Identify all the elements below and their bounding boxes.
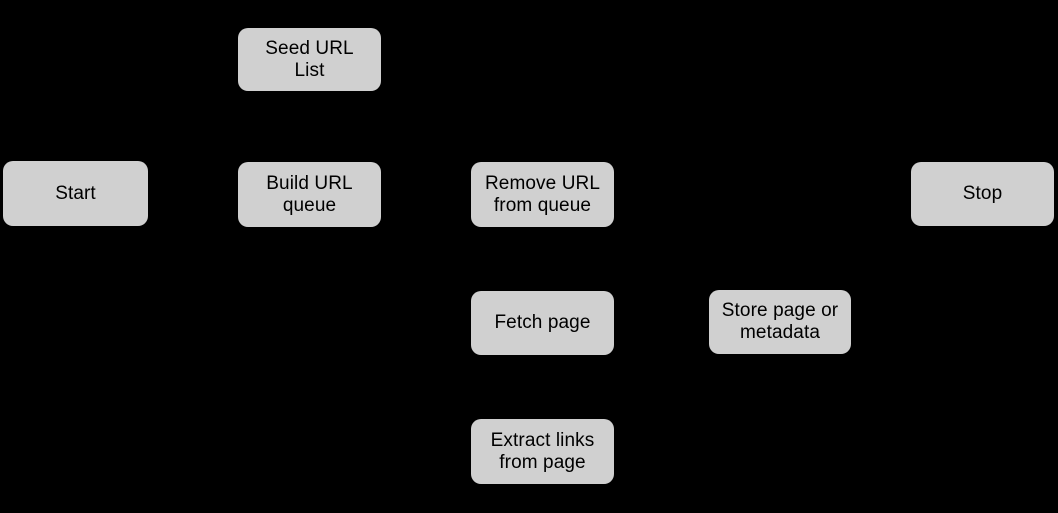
node-extract-links-from-page-label: Extract links from page [490,429,595,473]
node-extract-links-from-page: Extract links from page [471,419,614,484]
node-start-label: Start [55,182,96,204]
node-fetch-page-label: Fetch page [494,312,591,333]
node-start: Start [3,161,148,226]
node-build-url-queue-label: Build URL queue [266,172,353,216]
node-store-page-or-metadata: Store page or metadata [709,290,851,354]
node-seed-url-list: Seed URL List [238,28,381,91]
node-stop-label: Stop [962,183,1003,204]
node-fetch-page: Fetch page [471,291,614,355]
node-remove-url-from-queue: Remove URL from queue [471,162,614,227]
node-build-url-queue: Build URL queue [238,162,381,227]
node-seed-url-list-label: Seed URL List [265,37,354,81]
node-stop: Stop [911,162,1054,226]
node-store-page-or-metadata-label: Store page or metadata [721,300,839,343]
node-remove-url-from-queue-label: Remove URL from queue [484,172,601,216]
